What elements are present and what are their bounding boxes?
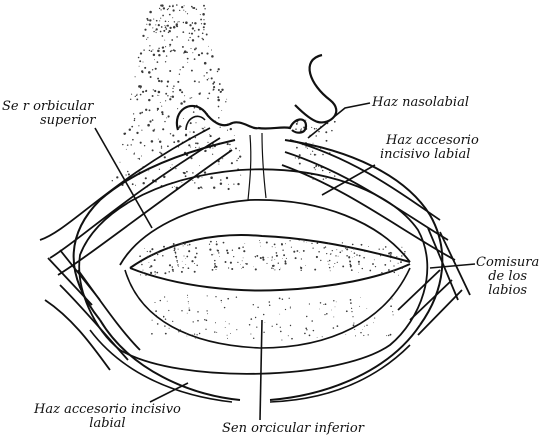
label-haz-nasolabial: Haz nasolabial xyxy=(372,96,469,110)
label-haz-accesorio-inferior: Haz accesorio incisivo labial xyxy=(34,403,181,431)
lower-bundle-right xyxy=(270,345,410,402)
label-comisura-line2: de los xyxy=(476,270,539,284)
right-bundle-2 xyxy=(285,152,448,240)
leader-haz-nasolabial xyxy=(308,103,370,138)
leader-comisura xyxy=(430,264,475,268)
label-haz-accesorio-superior-line2: incisivo labial xyxy=(380,148,479,162)
leader-orbicular-inf xyxy=(260,320,262,420)
label-orbicular-inferior-text: Sen orcicular inferior xyxy=(222,422,364,436)
label-haz-accesorio-inferior-line1: Haz accesorio incisivo xyxy=(34,403,181,417)
label-comisura: Comisura de los labios xyxy=(476,256,539,298)
leader-orbicular-superior xyxy=(95,128,152,228)
label-comisura-line3: labios xyxy=(476,284,539,298)
nose-stipple xyxy=(112,4,336,190)
left-lower-1 xyxy=(45,300,110,370)
label-haz-accesorio-superior: Haz accesorio incisivo labial xyxy=(380,134,479,162)
right-cross-b xyxy=(440,232,470,295)
right-lower-2 xyxy=(410,280,452,320)
right-lower-3 xyxy=(418,290,462,335)
philtrum-left xyxy=(248,135,251,200)
label-haz-nasolabial-text: Haz nasolabial xyxy=(372,96,469,110)
label-haz-accesorio-superior-line1: Haz accesorio xyxy=(380,134,479,148)
nose-outline xyxy=(295,55,336,122)
philtrum-right xyxy=(262,133,266,198)
left-bundle-3 xyxy=(58,150,232,275)
mouth-lower xyxy=(130,264,410,290)
left-nostril xyxy=(177,106,258,130)
label-comisura-line1: Comisura xyxy=(476,256,539,270)
label-orbicular-inferior: Sen orcicular inferior xyxy=(222,422,364,436)
upper-lip-outer xyxy=(120,200,410,265)
label-haz-accesorio-inferior-line2: labial xyxy=(34,417,181,431)
mouth-upper xyxy=(130,235,410,268)
label-orbicular-superior-line2: superior xyxy=(2,114,95,128)
label-orbicular-superior-line1: Se r orbicular xyxy=(2,100,95,114)
label-orbicular-superior: Se r orbicular superior xyxy=(2,100,95,128)
right-nostril xyxy=(258,119,306,132)
